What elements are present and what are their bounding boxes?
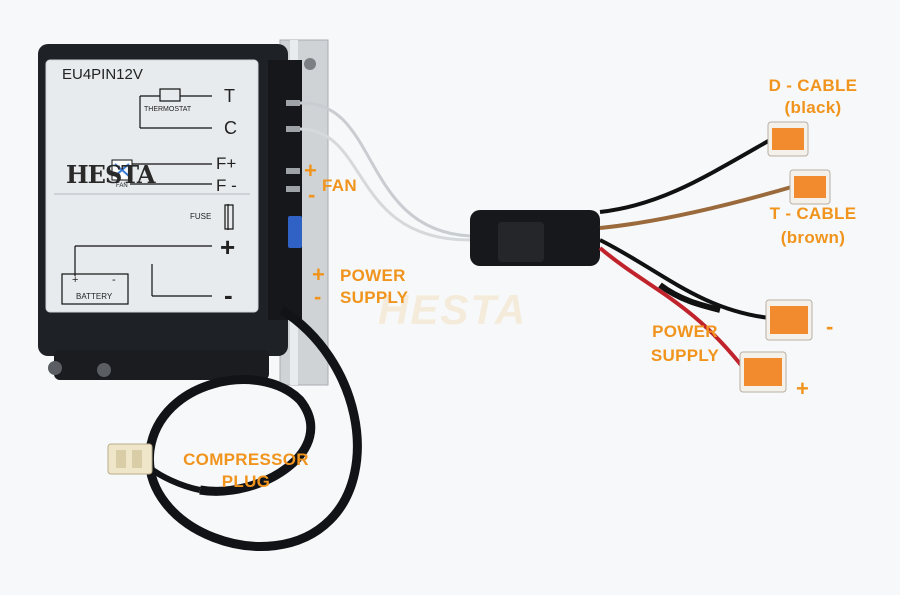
- thermostat-wire: [299, 127, 471, 242]
- watermark: HESTA: [378, 286, 528, 333]
- power-supply-right-line1: POWER: [652, 322, 718, 341]
- screw: [97, 363, 111, 377]
- wago-connector-d: [767, 121, 809, 157]
- supply-plus-sign: +: [312, 262, 325, 287]
- compressor-line1: COMPRESSOR: [183, 450, 309, 469]
- power-supply-right-line2: SUPPLY: [650, 346, 720, 365]
- right-minus-sign: -: [826, 314, 834, 339]
- thermostat-wire: [299, 101, 471, 238]
- thermostat-label: THERMOSTAT: [144, 106, 192, 113]
- terminal-c-label: C: [224, 118, 237, 138]
- t-cable-wire: [599, 184, 796, 230]
- module-minus-label: -: [224, 280, 233, 310]
- terminal-fplus-label: F+: [216, 154, 237, 173]
- battery-plus-label: +: [72, 274, 79, 286]
- module-plus-label: +: [220, 232, 236, 262]
- terminal-t-label: T: [224, 86, 235, 106]
- fuse-label: FUSE: [190, 212, 212, 221]
- power-supply-left-line2: SUPPLY: [340, 288, 409, 307]
- t-cable-line2: (brown): [780, 228, 846, 247]
- fuse: [288, 216, 302, 248]
- power-supply-left-line1: POWER: [340, 266, 406, 285]
- wago-connector-plus: [739, 351, 787, 393]
- d-cable-wire: [599, 138, 771, 214]
- battery-label: BATTERY: [76, 292, 113, 301]
- right-plus-sign: +: [796, 376, 809, 401]
- module-label-panel: [45, 59, 259, 313]
- screw: [48, 361, 62, 375]
- compressor-plug: [107, 443, 153, 475]
- wago-connector-minus: [765, 299, 813, 341]
- fan-callout: FAN: [322, 176, 357, 195]
- fan-plus-sign: +: [304, 158, 317, 183]
- fan-small-label: FAN: [116, 183, 128, 189]
- d-cable-line1: D - CABLE: [768, 76, 858, 95]
- model-label: EU4PIN12V: [62, 66, 143, 83]
- power-wire-red: [598, 246, 747, 372]
- terminal-fminus-label: F -: [216, 176, 237, 195]
- wago-connector-t: [789, 169, 831, 205]
- t-cable-line1: T - CABLE: [769, 204, 857, 223]
- supply-minus-sign: -: [314, 284, 322, 309]
- fan-minus-sign: -: [308, 182, 316, 207]
- power-wire-black: [599, 238, 771, 320]
- d-cable-line2: (black): [784, 98, 842, 117]
- fan-icon: [111, 159, 133, 181]
- compressor-line2: PLUG: [221, 472, 271, 491]
- hesta-logo: HESTA: [66, 160, 155, 189]
- battery-minus-label: -: [112, 274, 116, 286]
- screw: [304, 58, 316, 70]
